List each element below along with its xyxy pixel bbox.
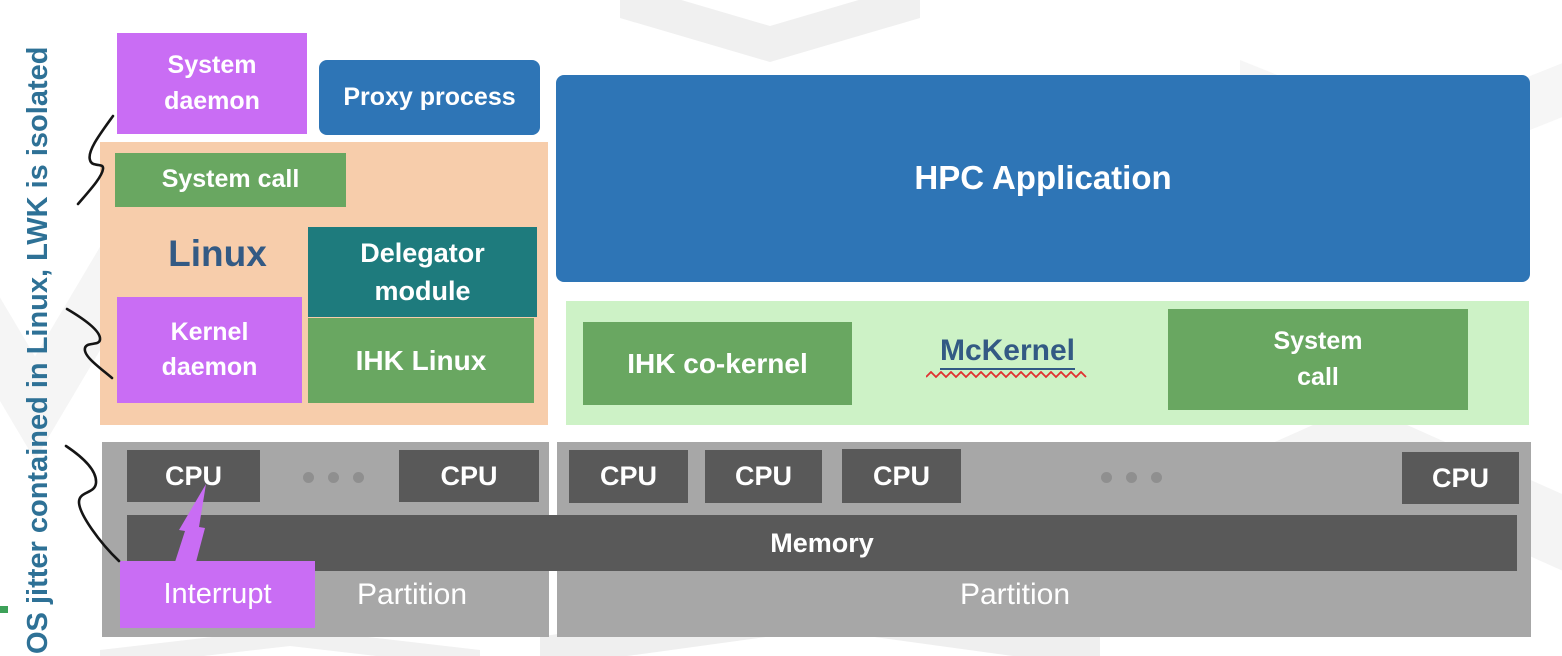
ellipsis-icon — [303, 472, 364, 483]
cpu-box: CPU — [569, 450, 688, 503]
kernel-daemon-box: Kernel daemon — [117, 297, 302, 403]
vertical-annotation: OS jitter contained in Linux, LWK is iso… — [22, 46, 54, 654]
system-daemon-box: System daemon — [117, 33, 307, 134]
cpu-box: CPU — [842, 449, 961, 503]
linux-label: Linux — [168, 233, 267, 274]
cpu-box: CPU — [705, 450, 822, 503]
hpc-application-box: HPC Application — [556, 75, 1530, 282]
memory-bar: Memory — [127, 515, 1517, 571]
mckernel-label-group: McKernel — [900, 334, 1115, 386]
partition-right-label: Partition — [959, 578, 1071, 611]
partition-left-label: Partition — [356, 578, 468, 611]
interrupt-box: Interrupt — [120, 561, 315, 628]
ellipsis-icon — [1101, 472, 1162, 483]
cpu-box: CPU — [1402, 452, 1519, 504]
delegator-module-box: Delegator module — [308, 227, 537, 317]
edge-artifact-mark — [0, 606, 8, 613]
spellcheck-squiggle-icon — [925, 371, 1087, 379]
cpu-box: CPU — [399, 450, 539, 502]
background-chevron — [620, 0, 920, 62]
proxy-process-box: Proxy process — [319, 60, 540, 135]
cpu-box: CPU — [127, 450, 260, 502]
system-call-linux-box: System call — [115, 153, 346, 207]
mckernel-label: McKernel — [939, 334, 1076, 370]
system-call-mckernel-box: System call — [1168, 309, 1468, 410]
ihk-co-kernel-box: IHK co-kernel — [583, 322, 852, 405]
ihk-linux-box: IHK Linux — [308, 318, 534, 403]
